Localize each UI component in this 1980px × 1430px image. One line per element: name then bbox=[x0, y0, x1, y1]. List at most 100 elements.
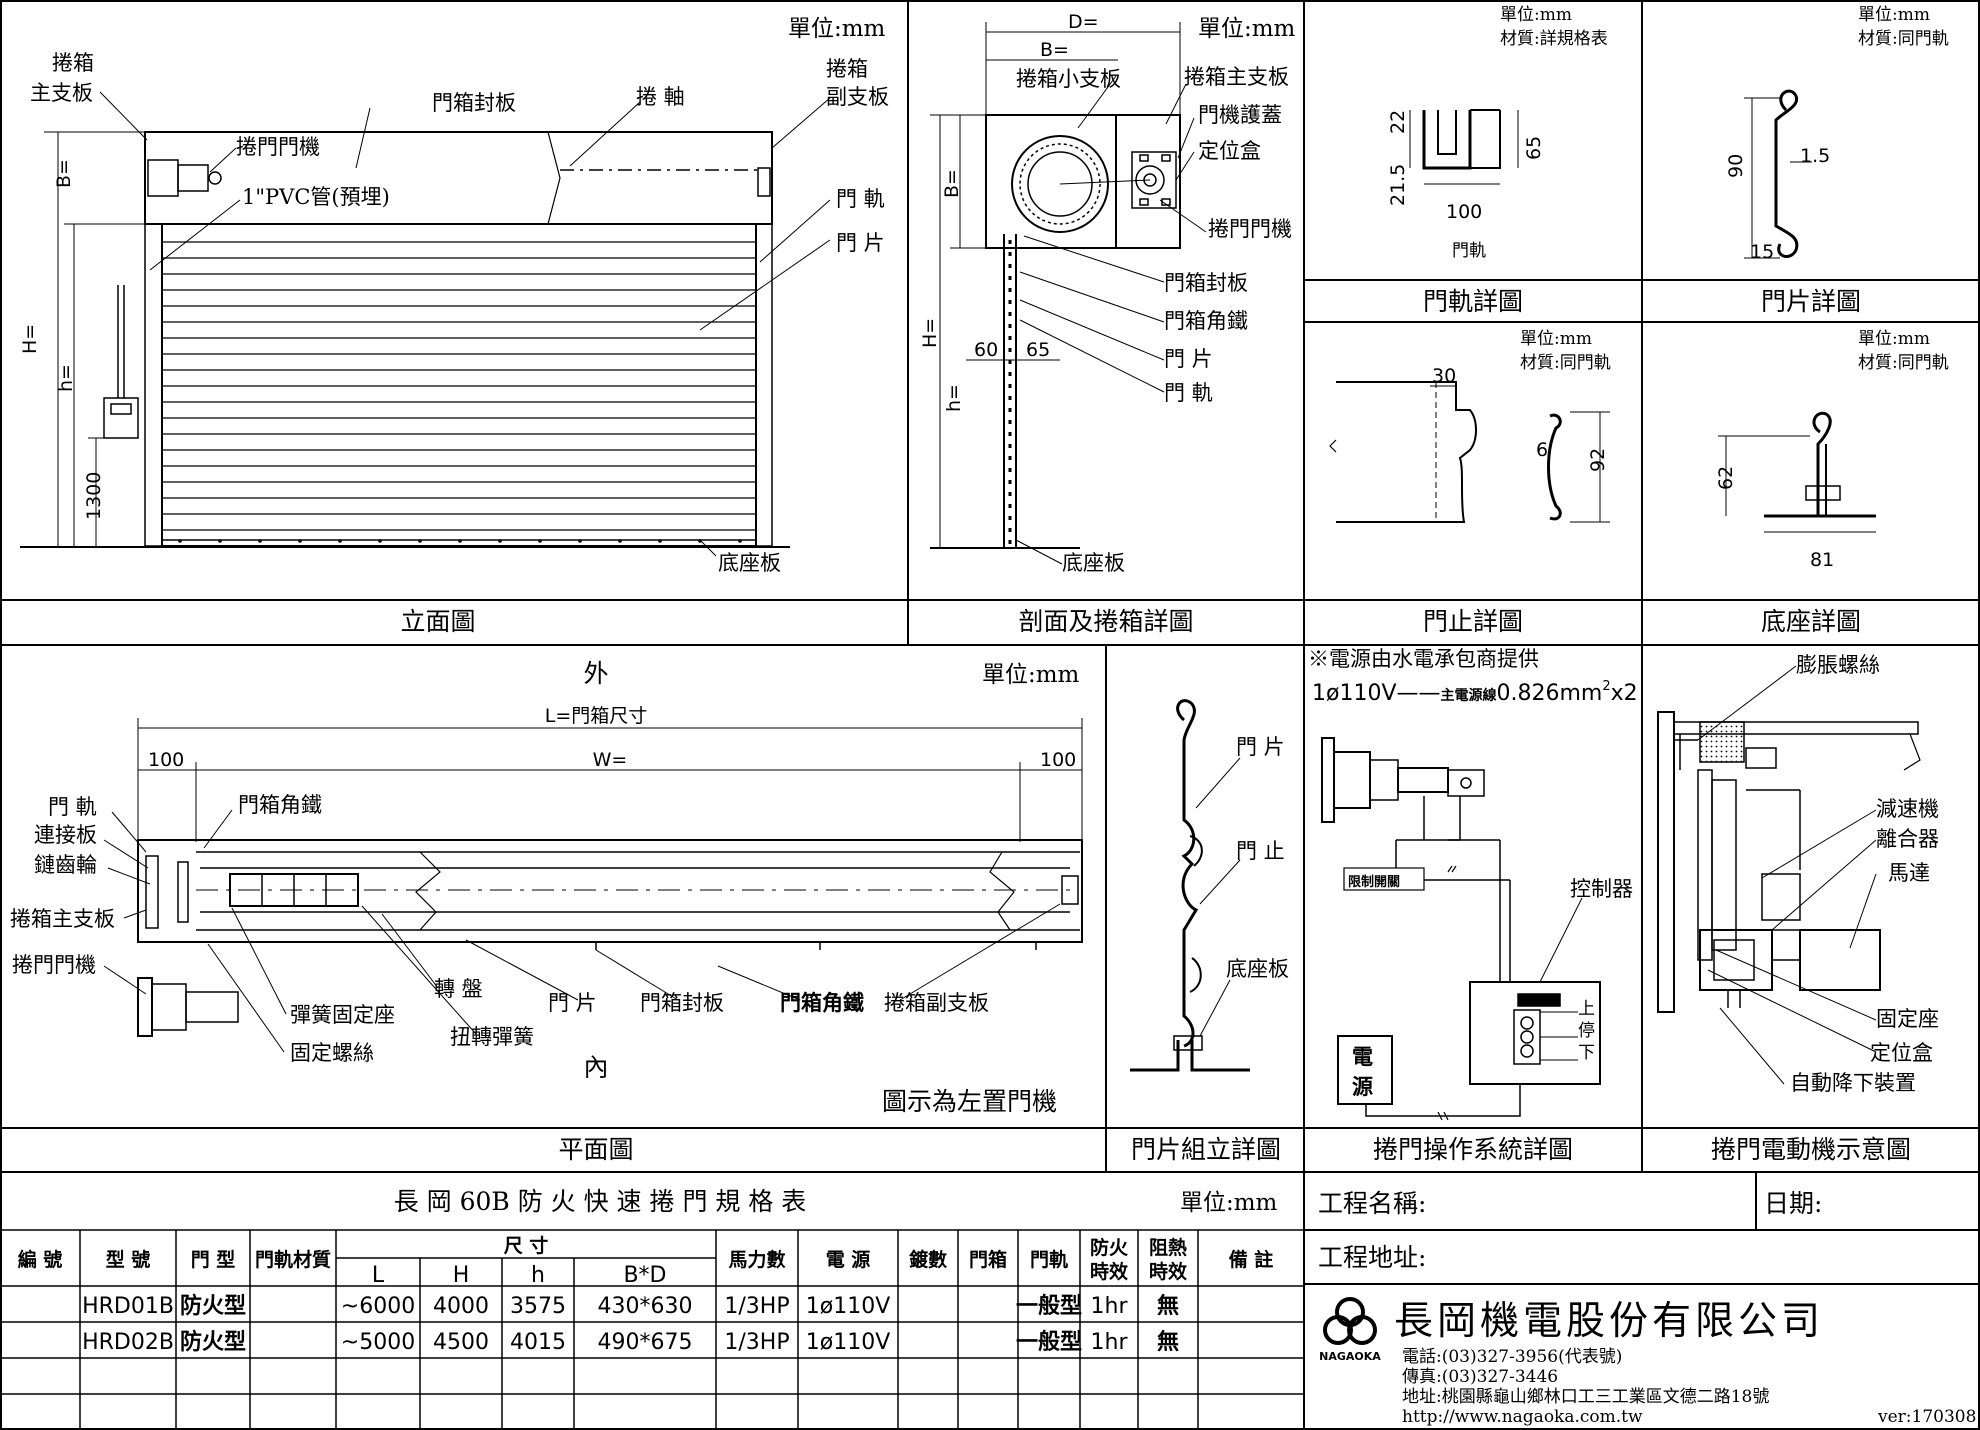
section-label-box-cover: 門箱封板 bbox=[1164, 271, 1248, 295]
spec-header-no: 編 號 bbox=[18, 1248, 63, 1271]
plan-dim-l: L=門箱尺寸 bbox=[545, 705, 648, 727]
operation-power-line: 1ø110V——主電源線0.826mm2x2 bbox=[1312, 679, 1638, 706]
stop-detail-dim-92: 92 bbox=[1587, 448, 1609, 472]
section-label-rail: 門 軌 bbox=[1164, 381, 1213, 405]
elevation-label-main-plate-b: 主支板 bbox=[30, 81, 93, 105]
rail-detail-title: 門軌詳圖 bbox=[1423, 287, 1523, 316]
project-address-label: 工程地址: bbox=[1318, 1243, 1426, 1272]
operation-power-prefix: 1ø110V—— bbox=[1312, 681, 1441, 706]
company-logo bbox=[1323, 1297, 1377, 1345]
section-dim-h-vertical: H= bbox=[919, 318, 941, 348]
plan-outside: 外 bbox=[583, 659, 608, 688]
elevation-label-base: 底座板 bbox=[718, 551, 781, 575]
spec-row-1-h-lower: 3575 bbox=[510, 1294, 566, 1319]
operation-controller: 控制器 bbox=[1570, 877, 1633, 901]
plan-label-screw: 固定螺絲 bbox=[290, 1041, 374, 1065]
operation-limit-switch: 限制開關 bbox=[1348, 874, 1400, 890]
spec-row-1-type: 防火型 bbox=[180, 1294, 246, 1319]
spec-header-l: L bbox=[372, 1263, 385, 1288]
rail-detail-dim-21-5: 21.5 bbox=[1387, 164, 1409, 206]
section-label-main-plate: 捲箱主支板 bbox=[1184, 65, 1289, 89]
section-label-angle: 門箱角鐵 bbox=[1164, 309, 1248, 333]
motor-diagram-title: 捲門電動機示意圖 bbox=[1711, 1135, 1911, 1164]
spec-header-hp: 馬力數 bbox=[728, 1248, 785, 1271]
spec-header-power: 電 源 bbox=[826, 1248, 871, 1271]
elevation-label-slat: 門 片 bbox=[836, 231, 885, 255]
spec-row-1-bd: 430*630 bbox=[598, 1294, 693, 1319]
spec-row-1-model: HRD01B bbox=[82, 1294, 174, 1319]
elevation-base-dots bbox=[178, 539, 742, 543]
section-label-small-plate: 捲箱小支板 bbox=[1016, 67, 1121, 91]
rail-detail-unit: 單位:mm bbox=[1500, 5, 1572, 25]
plan-view: 單位:mm bbox=[103, 662, 1083, 1053]
plan-dim-100-right: 100 bbox=[1040, 749, 1076, 771]
operation-power-b: 源 bbox=[1352, 1075, 1373, 1099]
slat-detail-unit: 單位:mm bbox=[1858, 5, 1930, 25]
operation-up: 上 bbox=[1578, 999, 1595, 1019]
stop-detail-dim-30: 30 bbox=[1432, 365, 1456, 387]
plan-label-slat: 門 片 bbox=[548, 991, 597, 1015]
slat-detail-dim-1-5: 1.5 bbox=[1800, 145, 1830, 167]
plan-label-angle-bottom: 門箱角鐵 bbox=[780, 991, 864, 1015]
spec-row-2-bd: 490*675 bbox=[598, 1330, 693, 1355]
spec-table-grid bbox=[0, 1229, 1304, 1430]
section-label-motor: 捲門門機 bbox=[1208, 217, 1292, 241]
spec-header-model: 型 號 bbox=[106, 1248, 151, 1271]
spec-header-rail: 門軌 bbox=[1030, 1248, 1068, 1271]
section-label-slat: 門 片 bbox=[1164, 347, 1213, 371]
assembly-title: 門片組立詳圖 bbox=[1131, 1135, 1281, 1164]
motor-label-mount: 固定座 bbox=[1876, 1007, 1939, 1031]
spec-row-1-l: ~6000 bbox=[341, 1294, 415, 1319]
company-version: ver:170308 bbox=[1877, 1407, 1976, 1427]
plan-title: 平面圖 bbox=[558, 1135, 633, 1164]
stop-detail-title: 門止詳圖 bbox=[1423, 607, 1523, 636]
controller-box bbox=[1469, 981, 1601, 1085]
spec-row-2-heat: 無 bbox=[1157, 1329, 1179, 1355]
spec-header-size: 尺 寸 bbox=[504, 1234, 549, 1257]
spec-header-plating: 鍍數 bbox=[908, 1248, 947, 1271]
plan-roll-box bbox=[137, 839, 1083, 943]
elevation-dim-b: B= bbox=[53, 159, 75, 188]
motor-label-reducer: 減速機 bbox=[1876, 797, 1939, 821]
assembly-label-base: 底座板 bbox=[1226, 957, 1289, 981]
elevation-label-pvc: 1"PVC管(預埋) bbox=[242, 185, 390, 209]
section-label-limit-box: 定位盒 bbox=[1198, 139, 1261, 163]
section-dim-65: 65 bbox=[1026, 339, 1050, 361]
stop-detail-unit: 單位:mm bbox=[1520, 329, 1592, 349]
operation-power-size: 0.826mm bbox=[1497, 681, 1603, 706]
assembly-label-slat: 門 片 bbox=[1236, 735, 1285, 759]
rail-detail-dim-100: 100 bbox=[1446, 201, 1482, 223]
slat-detail-material: 材質:同門軌 bbox=[1858, 29, 1949, 49]
spec-header-fire-b: 時效 bbox=[1090, 1260, 1128, 1283]
spec-row-1-rail: 一般型 bbox=[1016, 1293, 1082, 1319]
elevation-label-sub-plate-a: 捲箱 bbox=[826, 57, 868, 81]
spec-row-1-heat: 無 bbox=[1157, 1293, 1179, 1319]
section-dim-b: B= bbox=[1040, 39, 1069, 61]
plan-label-sub-plate: 捲箱副支板 bbox=[884, 991, 989, 1015]
stop-detail-material: 材質:同門軌 bbox=[1520, 353, 1611, 373]
plan-note: 圖示為左置門機 bbox=[882, 1087, 1057, 1116]
plan-dim-100-left: 100 bbox=[148, 749, 184, 771]
section-roll-box bbox=[985, 114, 1117, 249]
slat-detail-dim-90: 90 bbox=[1725, 154, 1747, 178]
plan-label-connector: 連接板 bbox=[34, 823, 97, 847]
motor-label-motor: 馬達 bbox=[1888, 861, 1930, 885]
section-title: 剖面及捲箱詳圖 bbox=[1018, 607, 1193, 636]
spec-table-row: HRD02B 防火型 ~5000 4500 4015 490*675 1/3HP… bbox=[82, 1329, 1179, 1355]
section-view: 單位:mm bbox=[930, 16, 1296, 565]
operation-power-suffix: x2 bbox=[1611, 681, 1638, 706]
plan-label-torsion: 扭轉彈簧 bbox=[450, 1025, 534, 1049]
plan-label-rail: 門 軌 bbox=[48, 795, 97, 819]
spec-row-1-h-upper: 4000 bbox=[433, 1294, 489, 1319]
rail-detail-caption: 門軌 bbox=[1452, 241, 1486, 261]
spec-header-fire-a: 防火 bbox=[1090, 1236, 1129, 1259]
spec-row-2-l: ~5000 bbox=[341, 1330, 415, 1355]
motor-label-anchor: 膨脹螺絲 bbox=[1796, 653, 1880, 677]
section-label-motor-cover: 門機護蓋 bbox=[1198, 103, 1282, 127]
section-dim-60: 60 bbox=[974, 339, 998, 361]
spec-header-h-upper: H bbox=[453, 1263, 470, 1288]
spec-header-rail-material: 門軌材質 bbox=[255, 1248, 331, 1271]
plan-unit: 單位:mm bbox=[982, 662, 1080, 688]
section-dim-h-lower: h= bbox=[943, 384, 965, 412]
section-unit: 單位:mm bbox=[1198, 16, 1296, 42]
